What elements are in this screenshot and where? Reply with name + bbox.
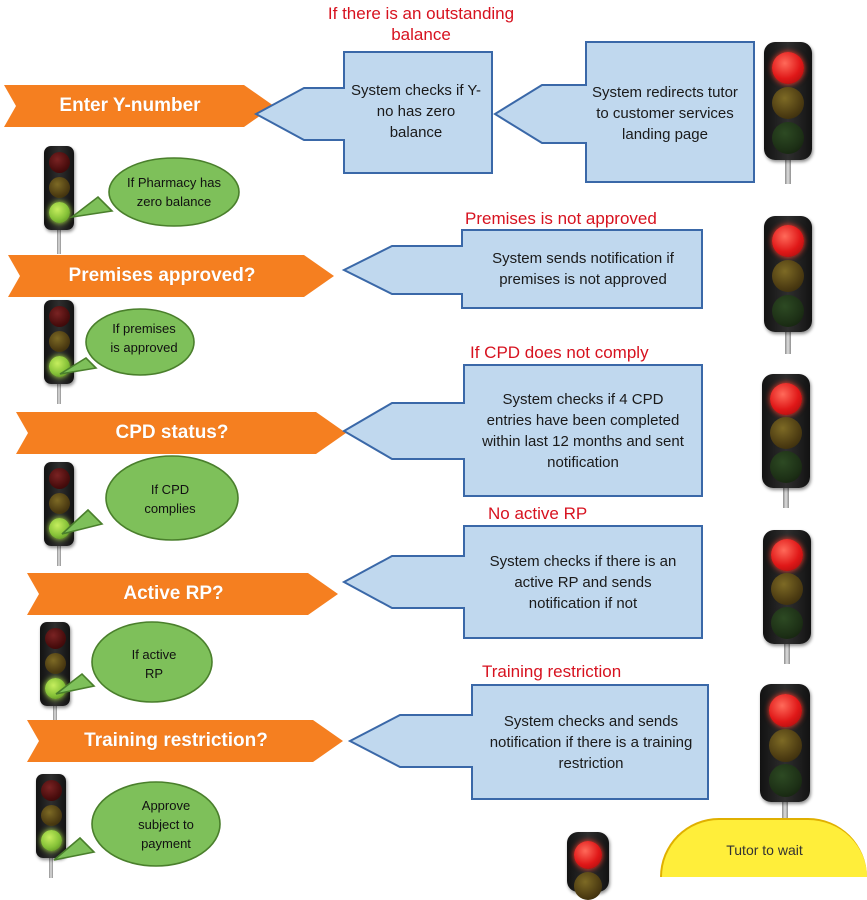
- bubble-premises-approved-text: If premises is approved: [110, 321, 178, 355]
- condition-label-premises-not-approved: Premises is not approved: [465, 209, 657, 228]
- traffic-light-red-icon: [764, 42, 812, 184]
- system-box-training-text: System checks and sends notification if …: [489, 712, 693, 772]
- condition-label-no-active-rp: No active RP: [488, 504, 588, 523]
- condition-label-cpd-not-comply: If CPD does not comply: [470, 343, 649, 362]
- system-box-active-rp-text: System checks if there is an active RP a…: [489, 552, 677, 612]
- speech-bubble-icon: [55, 621, 213, 703]
- condition-label-outstanding-balance: If there is an outstanding balance: [327, 4, 515, 44]
- tutor-wait-oval: Tutor to wait: [660, 818, 867, 877]
- tutor-wait-text: Tutor to wait: [726, 842, 803, 858]
- system-arrow-cpd: [342, 364, 703, 497]
- traffic-light-red-icon: [764, 216, 812, 354]
- speech-bubble-icon: [53, 781, 221, 867]
- bubble-active-rp-text: If active RP: [131, 647, 177, 681]
- traffic-light-green-icon: [36, 774, 66, 878]
- traffic-light-red-icon: [760, 684, 810, 822]
- speech-bubble-icon: [69, 157, 240, 227]
- bubble-zero-balance-text: If Pharmacy has zero balance: [127, 175, 221, 209]
- step-enter-y-number: Enter Y-number: [4, 85, 274, 127]
- bubble-cpd-complies-text: If CPD complies: [144, 482, 196, 516]
- step-training-restriction: Training restriction?: [27, 720, 343, 762]
- system-box-cpd-text: System checks if 4 CPD entries have been…: [482, 391, 684, 471]
- step-premises-approved: Premises approved?: [8, 255, 334, 297]
- system-arrow-zero-balance: [253, 51, 493, 174]
- speech-bubble-icon: [61, 455, 239, 541]
- system-box-zero-balance-text: System checks if Y-no has zero balance: [350, 81, 482, 141]
- traffic-light-red-icon: [567, 832, 609, 900]
- traffic-light-red-icon: [762, 374, 810, 508]
- system-arrow-active-rp: [341, 525, 703, 639]
- system-box-redirect-tutor-text: System redirects tutor to customer servi…: [592, 83, 738, 143]
- speech-bubble-icon: [59, 308, 195, 376]
- condition-label-training-restriction: Training restriction: [482, 662, 622, 681]
- system-arrow-training: [347, 684, 709, 800]
- traffic-light-red-icon: [763, 530, 811, 664]
- system-box-premises-text: System sends notification if premises is…: [492, 250, 674, 288]
- traffic-light-green-icon: [44, 146, 74, 254]
- system-arrow-redirect-tutor: [493, 41, 755, 183]
- step-cpd-status: CPD status?: [16, 412, 346, 454]
- step-active-rp: Active RP?: [27, 573, 338, 615]
- bubble-approve-subject-text: Approve subject to payment: [138, 797, 194, 851]
- system-arrow-premises: [341, 229, 703, 309]
